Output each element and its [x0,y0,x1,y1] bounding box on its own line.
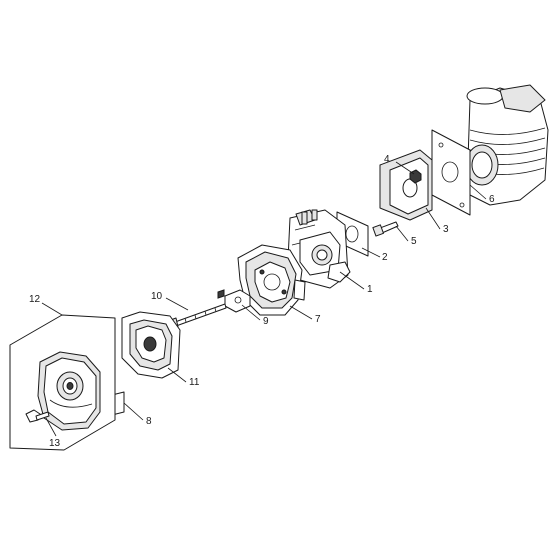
callout-8: 8 [146,416,152,427]
gasket-plate-part [431,129,471,216]
leader-8 [123,402,144,421]
leader-7 [289,305,313,320]
callout-11: 11 [189,377,200,388]
leader-13 [45,417,57,437]
air-cleaner-cover-kit [9,314,116,451]
callout-13: 13 [49,438,61,449]
leader-lines [41,161,487,437]
callout-4: 4 [384,154,390,165]
air-filter-element-part [121,311,181,379]
leader-3 [425,207,441,230]
callout-1: 1 [367,284,373,295]
callout-6: 6 [489,194,495,205]
air-cleaner-base-part [237,244,306,316]
callout-5: 5 [411,236,417,247]
callout-3: 3 [443,224,449,235]
insulator-part [379,149,433,221]
callout-12: 12 [29,294,41,305]
callout-10: 10 [151,291,163,302]
bolt-part [372,221,399,237]
callout-9: 9 [263,316,269,327]
leader-4 [395,161,415,175]
leader-11 [167,367,187,383]
leader-1 [339,271,365,290]
leader-2 [361,247,381,258]
leader-12 [41,302,63,316]
leader-5 [395,225,409,242]
leader-9 [241,304,261,321]
callout-2: 2 [382,252,388,263]
wing-knob-part [25,409,50,423]
leader-10 [165,297,189,311]
callout-7: 7 [315,314,321,325]
leader-6 [469,184,487,200]
cylinder-part [465,84,549,206]
